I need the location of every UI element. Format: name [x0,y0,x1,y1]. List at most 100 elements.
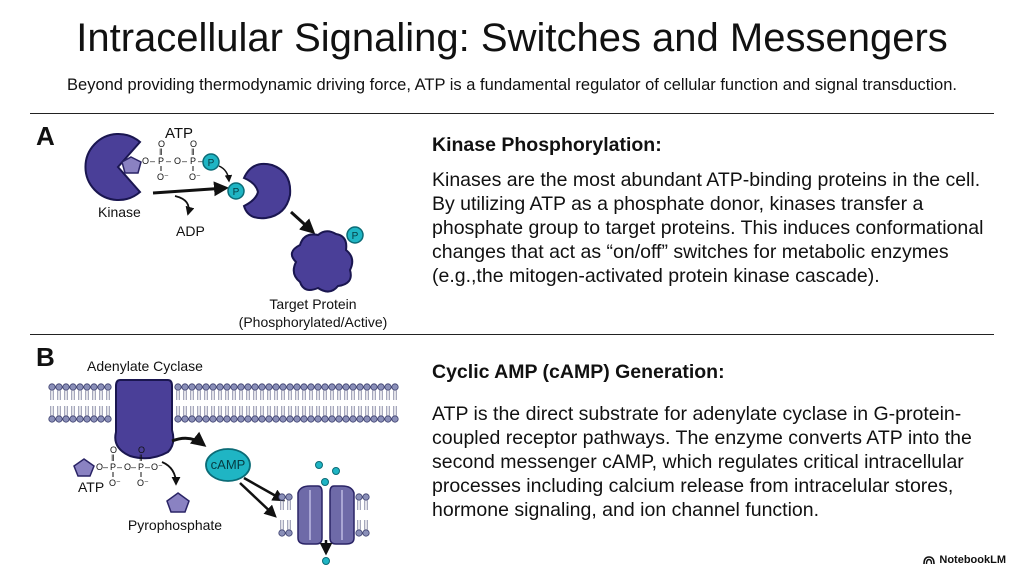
lipid-head [342,383,350,391]
lipid-head [363,415,371,423]
b-o-bot1: O⁻ [109,478,121,488]
b-p1: P [110,462,116,472]
lipid-head [328,383,336,391]
bond-a3: – [182,156,187,166]
atp-o-bot1: O⁻ [157,172,169,182]
lipid-head [300,383,308,391]
atp-o-top2: O [190,139,197,149]
lipid-head [293,415,301,423]
lipid-head [342,415,350,423]
target-phosphate-letter: P [352,231,359,242]
atp-adenosine-icon-b [73,458,95,477]
lipid-head [349,383,357,391]
lipid-head [230,383,238,391]
lipid-head [362,529,370,537]
lipid-head [355,493,363,501]
bond-a4: – [198,156,203,166]
lipid-head [278,493,286,501]
atp-p2: P [190,156,196,166]
lipid-head [362,493,370,501]
lipid-head [216,383,224,391]
transferred-phosphate-icon [227,182,245,200]
target-protein-shape [290,230,354,293]
lipid-head [83,415,91,423]
b-bond4: – [145,462,150,472]
lipid-head [258,415,266,423]
atp-label-b: ATP [78,479,104,495]
atp-label-a: ATP [165,125,193,142]
atp-o-top1: O [158,139,165,149]
lipid-head [223,383,231,391]
lipid-head [278,529,286,537]
ion-channel-icon [297,485,355,545]
panel-b-body: ATP is the direct substrate for adenylat… [432,403,972,521]
notebooklm-logo-icon [923,556,936,565]
lipid-head [258,383,266,391]
lipid-head [90,383,98,391]
lipid-head [244,383,252,391]
lipid-head [377,415,385,423]
lipid-head [202,383,210,391]
lipid-head [181,383,189,391]
lipid-head [69,415,77,423]
adenylate-cyclase-shape [114,379,175,460]
panel-a-heading: Kinase Phosphorylation: [432,134,662,156]
lipid-head [202,415,210,423]
b-o-top1: O [110,445,117,455]
lipid-head [48,415,56,423]
lipid-head [83,383,91,391]
divider-top [30,113,994,114]
atp-o-bot2: O⁻ [189,172,201,182]
b-bond1: – [103,462,108,472]
kinase-shape [84,133,142,201]
lipid-head [391,415,399,423]
lipid-head [209,383,217,391]
lipid-head [300,415,308,423]
lipid-head [216,415,224,423]
b-bond2: – [117,462,122,472]
lipid-head [97,415,105,423]
lipid-head [335,415,343,423]
bond-a1: – [150,156,155,166]
divider-middle [30,334,994,335]
b-bond3: – [131,462,136,472]
page-title: Intracellular Signaling: Switches and Me… [76,16,948,60]
lipid-head [174,383,182,391]
lipid-head [188,383,196,391]
adp-label: ADP [176,223,205,239]
camp-label: cAMP [211,457,246,472]
lipid-head [97,383,105,391]
lipid-head [279,415,287,423]
page-subtitle: Beyond providing thermodynamic driving f… [67,76,957,94]
lipid-head [279,383,287,391]
adenosine-icon [121,156,142,174]
lipid-head [76,383,84,391]
b-p2: P [138,462,144,472]
lipid-head [321,415,329,423]
brand-text: NotebookLM [939,554,1006,566]
target-protein-label-2: (Phosphorylated/Active) [239,314,388,330]
lipid-head [335,383,343,391]
lipid-head [363,383,371,391]
pyrophosphate-label: Pyrophosphate [128,517,222,533]
lipid-head [349,415,357,423]
lipid-head [48,383,56,391]
atp-dbl1: ‖ [159,147,163,157]
lipid-head [370,383,378,391]
substrate-protein-shape [242,162,292,220]
panel-a-letter: A [36,121,55,151]
bond-a2: – [166,156,171,166]
panel-a-body: Kinases are the most abundant ATP-bindin… [432,169,984,287]
b-o-top2: O [138,445,145,455]
panel-a-diagram: ATP O – P – O – P – O ‖ O ‖ O⁻ O⁻ P Kina… [84,125,388,330]
lipid-head [174,415,182,423]
lipid-head [90,415,98,423]
lipid-head [355,529,363,537]
gamma-phosphate-icon [202,153,220,171]
panel-b-letter: B [36,342,55,372]
kinase-label: Kinase [98,204,141,220]
transferred-phosphate-letter: P [233,187,240,198]
adenylate-cyclase-label: Adenylate Cyclase [87,358,203,374]
lipid-head [272,415,280,423]
lipid-head [181,415,189,423]
